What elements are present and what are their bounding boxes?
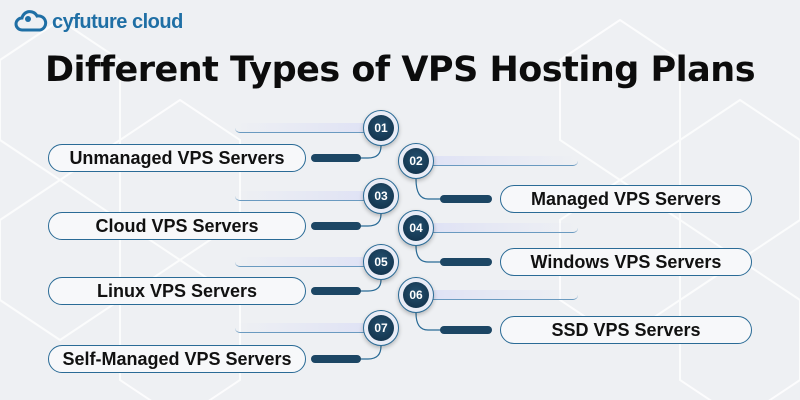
number-badge-04: 04 xyxy=(398,210,434,246)
plan-label-ssd: SSD VPS Servers xyxy=(500,316,752,344)
number-badge-07: 07 xyxy=(363,310,399,346)
number-text: 06 xyxy=(403,282,429,308)
streak-06 xyxy=(428,290,578,300)
number-badge-05: 05 xyxy=(363,244,399,280)
connector-bar xyxy=(311,355,361,363)
cloud-logo-icon xyxy=(14,10,48,32)
plan-label-managed: Managed VPS Servers xyxy=(500,185,752,213)
streak-01 xyxy=(235,123,370,133)
brand-name: cyfuture cloud xyxy=(52,10,183,33)
plan-label-self-managed: Self-Managed VPS Servers xyxy=(48,345,306,373)
plan-label-unmanaged: Unmanaged VPS Servers xyxy=(48,144,306,172)
brand-logo: cyfuture cloud xyxy=(14,10,183,34)
connector-bar xyxy=(440,326,492,334)
connector-bar xyxy=(440,195,492,203)
plan-label-cloud: Cloud VPS Servers xyxy=(48,212,306,240)
number-text: 02 xyxy=(403,148,429,174)
connector-bar xyxy=(311,222,361,230)
streak-05 xyxy=(235,257,370,267)
number-badge-06: 06 xyxy=(398,277,434,313)
number-badge-03: 03 xyxy=(363,178,399,214)
number-text: 01 xyxy=(368,115,394,141)
connector-bar xyxy=(311,154,361,162)
number-text: 04 xyxy=(403,215,429,241)
number-text: 07 xyxy=(368,315,394,341)
streak-07 xyxy=(235,323,370,333)
streak-02 xyxy=(428,156,578,166)
number-badge-02: 02 xyxy=(398,143,434,179)
streak-03 xyxy=(235,191,370,201)
page-title: Different Types of VPS Hosting Plans xyxy=(44,50,756,90)
plan-label-windows: Windows VPS Servers xyxy=(500,248,752,276)
connector-bar xyxy=(440,258,492,266)
number-text: 05 xyxy=(368,249,394,275)
number-badge-01: 01 xyxy=(363,110,399,146)
connector-bar xyxy=(311,287,361,295)
plan-label-linux: Linux VPS Servers xyxy=(48,277,306,305)
number-text: 03 xyxy=(368,183,394,209)
streak-04 xyxy=(428,223,578,233)
